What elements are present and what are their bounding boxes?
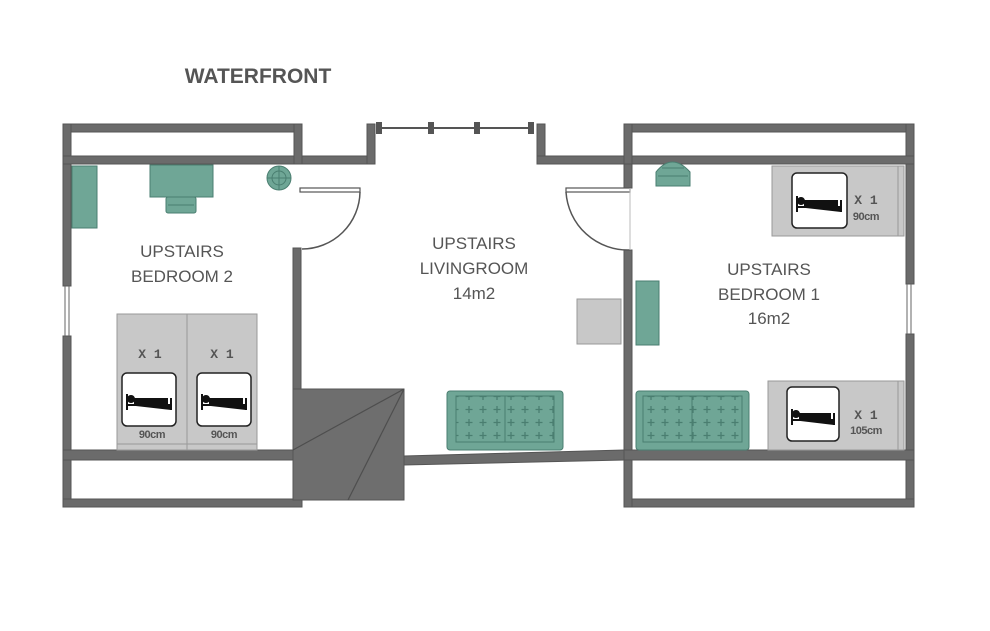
wall-bed1-bottom: [623, 449, 915, 461]
wardrobe-left: [71, 165, 98, 229]
wall-right-outer-upper: [905, 123, 915, 285]
bed-size: 90cm: [139, 429, 166, 441]
plan-title: WATERFRONT: [185, 65, 332, 88]
door-bedroom1: [565, 187, 631, 251]
wall-left-outer-lower: [62, 335, 72, 508]
window-right: [906, 284, 912, 334]
wall-center-left: [366, 123, 376, 165]
sofa-icon: [635, 390, 750, 451]
bed-bedroom2-a: X 1 90cm: [116, 313, 188, 451]
svg-text:UPSTAIRS: UPSTAIRS: [432, 234, 516, 253]
svg-text:UPSTAIRS: UPSTAIRS: [140, 242, 224, 261]
wall-bed1-left-lower: [623, 249, 633, 508]
room-label-living: UPSTAIRS LIVINGROOM 14m2: [420, 234, 529, 303]
bed-bedroom2-b: X 1 90cm: [186, 313, 258, 451]
svg-text:UPSTAIRS: UPSTAIRS: [727, 260, 811, 279]
wall-right-left-stub: [623, 123, 633, 165]
bed-size: 90cm: [211, 429, 238, 441]
bed-size: 90cm: [853, 211, 880, 223]
wall-right-bottom: [623, 498, 915, 508]
window-left: [64, 286, 70, 336]
bed-count: X 1: [854, 193, 878, 208]
lamp-icon: [266, 165, 292, 191]
svg-text:BEDROOM 2: BEDROOM 2: [131, 267, 233, 286]
room-label-bedroom2: UPSTAIRS BEDROOM 2: [131, 242, 233, 286]
wall-left-bottom: [62, 498, 303, 508]
wall-left-inner-top: [62, 155, 376, 165]
wall-bed2-right: [292, 247, 302, 394]
bed-bedroom1-b: X 1 105cm: [767, 380, 905, 451]
svg-text:LIVINGROOM: LIVINGROOM: [420, 259, 529, 278]
window-top-center: [376, 122, 534, 134]
wall-left-outer-upper: [62, 123, 72, 287]
stairs: [292, 388, 405, 501]
svg-text:14m2: 14m2: [453, 284, 496, 303]
walls: [62, 123, 915, 508]
room-label-bedroom1: UPSTAIRS BEDROOM 1 16m2: [718, 260, 820, 328]
wall-bed2-bottom: [62, 449, 303, 461]
bed-count: X 1: [854, 408, 878, 423]
sofa-icon: [446, 390, 564, 451]
door-bedroom2: [299, 187, 361, 250]
side-table: [576, 298, 622, 345]
wall-bed1-left-upper: [623, 163, 633, 189]
bed-count: X 1: [138, 347, 162, 362]
wardrobe-right: [635, 280, 660, 346]
wall-right-outer-lower: [905, 333, 915, 508]
bed-size: 105cm: [850, 425, 882, 437]
wall-left-top: [62, 123, 303, 133]
svg-text:16m2: 16m2: [748, 309, 791, 328]
bed-count: X 1: [210, 347, 234, 362]
wall-right-inner-top: [536, 155, 915, 165]
table-icon: [149, 164, 214, 214]
lamp-icon: [655, 161, 691, 187]
svg-text:BEDROOM 1: BEDROOM 1: [718, 285, 820, 304]
bed-bedroom1-a: X 1 90cm: [771, 165, 905, 237]
wall-left-inner-right-stub: [293, 123, 303, 165]
wall-right-top: [623, 123, 915, 133]
wall-living-bottom: [403, 449, 625, 466]
